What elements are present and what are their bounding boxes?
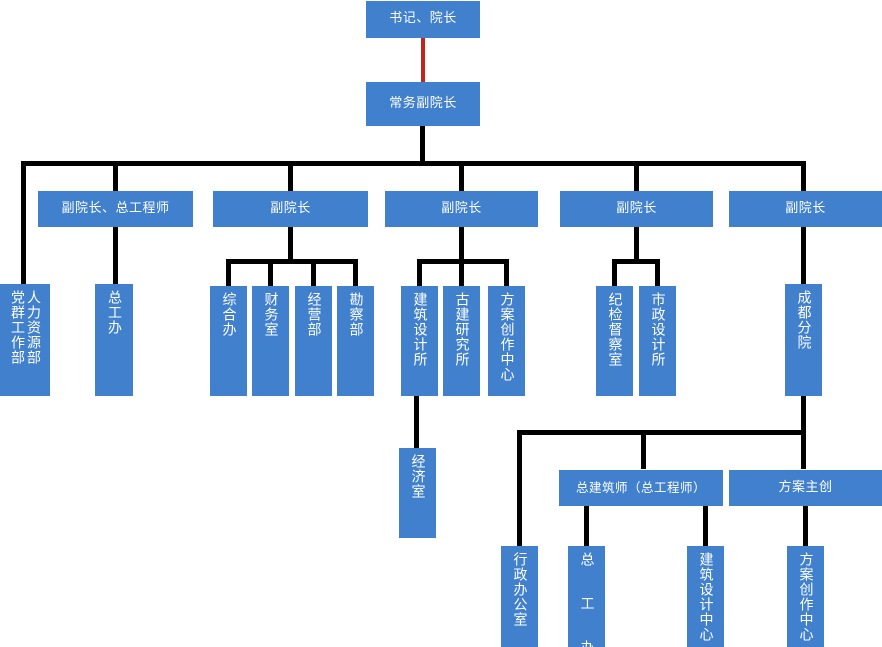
node-discipline-inspection-office[interactable]: 纪检督察室: [596, 286, 633, 396]
connector-president-to-exec-vp: [421, 36, 425, 82]
node-hr-and-party-work-dept[interactable]: 人力资源部 党群工作部: [0, 284, 50, 396]
node-executive-vice-president[interactable]: 常务副院长: [366, 82, 480, 126]
node-label: 综合办: [220, 292, 237, 337]
connector-vp2-drop-2: [268, 259, 273, 286]
node-label: 古建研究所: [453, 292, 470, 367]
node-chief-engineer-office[interactable]: 总工办: [95, 284, 133, 396]
node-scheme-lead[interactable]: 方案主创: [729, 470, 882, 506]
node-label: 经济室: [409, 454, 426, 499]
node-architecture-design-institute[interactable]: 建筑设计所: [401, 286, 438, 396]
node-architecture-design-center[interactable]: 建筑设计中心: [687, 546, 724, 647]
node-admin-office[interactable]: 行政办公室: [501, 546, 538, 647]
node-label: 纪检督察室: [606, 292, 623, 367]
node-chief-architect[interactable]: 总建筑师（总工程师）: [559, 470, 723, 506]
connector-chief-architect-to-design-center: [703, 506, 708, 546]
node-label: 建筑设计中心: [697, 552, 714, 642]
connector-chengdu-down: [801, 396, 806, 434]
node-label: 方案主创: [778, 479, 833, 495]
node-label: 财务室: [262, 292, 279, 337]
node-finance-office[interactable]: 财务室: [252, 286, 289, 396]
connector-vp3-drop-1: [417, 259, 422, 286]
node-vice-president-2[interactable]: 副院长: [213, 191, 368, 227]
node-vice-president-5[interactable]: 副院长: [729, 191, 882, 227]
connector-vp3-stem: [459, 226, 464, 262]
node-label: 总建筑师（总工程师）: [575, 479, 706, 495]
connector-chengdu-bus: [517, 430, 806, 435]
node-scheme-creation-center-chengdu[interactable]: 方案创作中心: [787, 546, 824, 647]
connector-vp1-to-chief-eng-office: [113, 226, 118, 284]
connector-chief-architect-to-eng-office: [584, 506, 589, 546]
connector-vp2-stem: [288, 226, 293, 262]
node-label: 书记、院长: [389, 11, 457, 27]
connector-vp-bus: [21, 161, 805, 166]
node-ancient-architecture-institute[interactable]: 古建研究所: [443, 286, 480, 396]
node-economics-office[interactable]: 经济室: [399, 448, 436, 538]
connector-vp2-drop-1: [226, 259, 231, 286]
node-municipal-design-institute[interactable]: 市政设计所: [639, 286, 676, 396]
node-label: 总工办: [106, 290, 122, 335]
connector-bus-to-hr-party: [21, 161, 26, 284]
connector-chengdu-to-chief-architect: [641, 430, 646, 469]
node-label: 勘察部: [347, 292, 364, 337]
node-label: 总 工 办: [578, 552, 595, 647]
connector-arch-institute-to-economics: [414, 396, 419, 449]
node-label: 市政设计所: [649, 292, 666, 367]
connector-bus-to-vp2: [288, 161, 293, 191]
connector-vp2-drop-3: [311, 259, 316, 286]
node-label: 副院长: [441, 200, 482, 216]
node-label: 方案创作中心: [498, 292, 515, 382]
node-general-office[interactable]: 综合办: [210, 286, 247, 396]
node-chief-engineer-office-chengdu[interactable]: 总 工 办: [568, 546, 605, 647]
connector-vp4-bus: [612, 259, 660, 264]
node-operations-dept[interactable]: 经营部: [295, 286, 332, 396]
node-label-party-work-dept: 党群工作部: [9, 290, 25, 365]
node-vice-president-4[interactable]: 副院长: [560, 191, 713, 227]
node-vp-chief-engineer[interactable]: 副院长、总工程师: [38, 191, 193, 227]
node-survey-dept[interactable]: 勘察部: [337, 286, 374, 396]
node-scheme-creation-center[interactable]: 方案创作中心: [488, 286, 525, 396]
connector-bus-to-vp1: [113, 161, 118, 191]
node-label: 副院长: [785, 200, 826, 216]
node-label: 方案创作中心: [797, 552, 814, 642]
connector-vp4-drop-1: [612, 259, 617, 286]
node-secretary-president[interactable]: 书记、院长: [366, 1, 480, 38]
connector-bus-to-vp3: [459, 161, 464, 191]
node-label: 常务副院长: [389, 95, 457, 111]
connector-exec-vp-down: [420, 124, 425, 164]
connector-chengdu-to-admin-office: [517, 430, 522, 546]
connector-vp3-drop-2: [459, 259, 464, 286]
connector-vp5-to-chengdu: [801, 226, 806, 284]
node-label: 建筑设计所: [411, 292, 428, 367]
connector-vp4-stem: [634, 226, 639, 262]
connector-scheme-lead-to-creation-center: [803, 506, 808, 546]
connector-vp2-bus: [226, 259, 358, 264]
node-chengdu-branch[interactable]: 成都分院: [785, 284, 822, 396]
node-vice-president-3[interactable]: 副院长: [385, 191, 538, 227]
node-label-hr-dept: 人力资源部: [25, 290, 41, 365]
node-label: 副院长、总工程师: [61, 200, 170, 216]
connector-chengdu-to-scheme-lead: [801, 430, 806, 469]
node-label: 副院长: [270, 200, 311, 216]
node-label: 经营部: [305, 292, 322, 337]
connector-vp2-drop-4: [353, 259, 358, 286]
node-label: 副院长: [616, 200, 657, 216]
node-label: 行政办公室: [511, 552, 528, 627]
connector-vp3-drop-3: [504, 259, 509, 286]
connector-vp4-drop-2: [655, 259, 660, 286]
connector-bus-to-vp4: [634, 161, 639, 191]
connector-bus-to-vp5: [801, 161, 806, 191]
node-label: 成都分院: [795, 290, 812, 350]
